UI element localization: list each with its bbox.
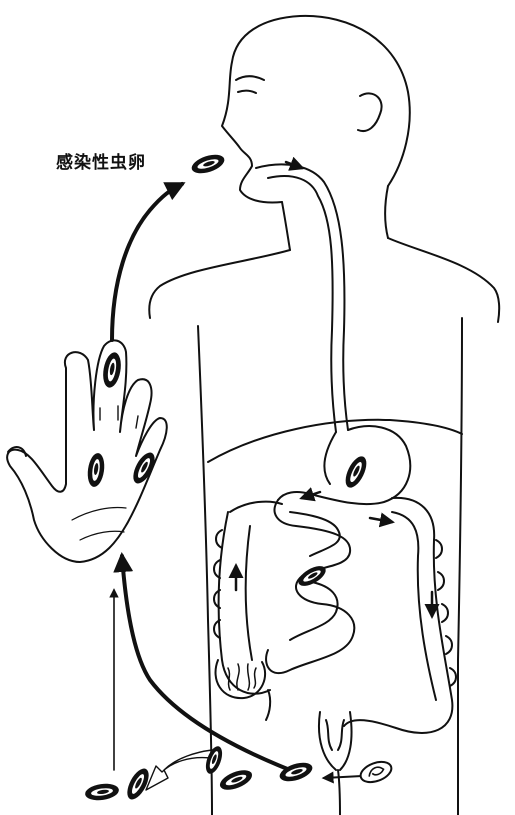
arrow-to-ground — [146, 750, 212, 790]
hatching-egg-icon — [358, 758, 394, 786]
small-intestine — [266, 500, 354, 673]
egg-icon — [129, 449, 159, 487]
arrow-transverse — [370, 518, 392, 522]
torso-outline — [149, 238, 499, 815]
egg-icon — [101, 351, 124, 389]
arrow-anus-out — [324, 776, 362, 778]
brow — [236, 76, 264, 80]
hand-outline — [7, 340, 167, 562]
esophagus — [256, 164, 348, 432]
egg-icon — [341, 453, 370, 491]
eye — [238, 91, 256, 93]
finger-arrows — [100, 406, 138, 428]
egg-icon — [203, 744, 226, 776]
arrow-anus-to-hand — [122, 556, 290, 770]
egg-icon — [86, 452, 107, 488]
ear — [358, 93, 382, 131]
neck — [282, 186, 388, 250]
arrow-hand-to-mouth — [112, 184, 182, 340]
appendix — [266, 690, 270, 720]
stomach — [278, 426, 410, 504]
egg-icon — [84, 782, 120, 803]
rectum — [319, 712, 352, 770]
worms — [228, 664, 256, 690]
egg-icon — [217, 766, 255, 794]
egg-icon — [277, 759, 314, 785]
egg-icon — [189, 151, 226, 177]
colon-bumps-left — [214, 530, 222, 638]
palm-lines — [72, 508, 126, 541]
